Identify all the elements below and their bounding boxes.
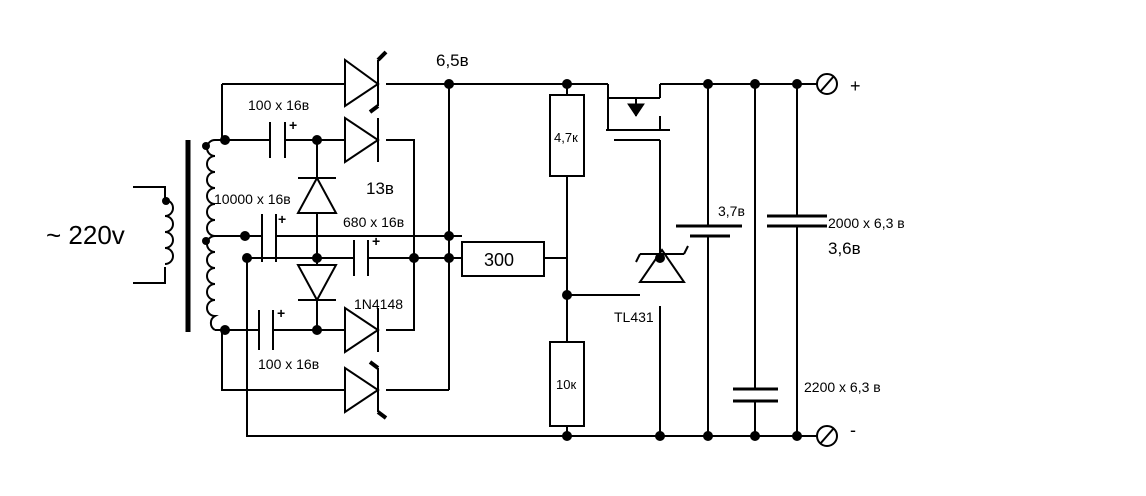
schottky-diode-top: [344, 58, 380, 108]
cap-2000: [767, 214, 827, 228]
resistor-300-label: 300: [484, 250, 514, 270]
voltage-36-label: 3,6в: [828, 239, 861, 258]
diode-lower: [344, 306, 380, 354]
cap-mid-label: 680 х 16в: [343, 214, 404, 230]
diode-vertical-upper: [296, 175, 338, 214]
resistor-10k-label: 10к: [556, 377, 576, 392]
tl431-symbol: [635, 245, 689, 283]
voltage-13-label: 13в: [366, 179, 394, 198]
cap-2200-label: 2200 х 6,3 в: [804, 379, 881, 395]
diode-type-label: 1N4148: [354, 296, 403, 312]
cap-bottom-label: 100 х 16в: [258, 356, 319, 372]
voltage-37-label: 3,7в: [718, 203, 745, 219]
polarity-mark: +: [278, 211, 286, 227]
resistor-10k: [549, 341, 585, 427]
cap-37: [676, 224, 742, 238]
schottky-diode-bottom: [344, 366, 380, 414]
cap-top-label: 100 х 16в: [248, 97, 309, 113]
plus-terminal-label: +: [850, 76, 861, 96]
resistor-47k-label: 4,7к: [554, 130, 578, 145]
winding-dot: [202, 237, 210, 245]
mains-label: ~ 220v: [46, 220, 125, 250]
minus-terminal-label: -: [850, 420, 856, 440]
resistor-47k: [549, 94, 585, 177]
resistor-300: [461, 241, 545, 277]
polarity-mark: +: [289, 117, 297, 133]
resistors: [461, 94, 585, 427]
regulator-label: TL431: [614, 309, 654, 325]
polarity-mark: +: [277, 305, 285, 321]
wires: [215, 83, 818, 437]
rail-voltage-label: 6,5в: [436, 51, 469, 70]
mosfet: [606, 97, 670, 141]
cap-2000-label: 2000 х 6,3 в: [828, 215, 905, 231]
cap-2200: [733, 387, 778, 403]
cap-main: [261, 214, 277, 262]
transformer: [133, 139, 219, 332]
cap-main-label: 10000 х 16в: [214, 191, 291, 207]
terminals: [816, 73, 838, 447]
diode-vertical-lower: [296, 264, 338, 303]
winding-dot: [202, 142, 210, 150]
cap-bottom: [258, 310, 274, 350]
junctions: [220, 79, 802, 441]
cap-mid: [353, 240, 369, 276]
diode-upper: [344, 116, 380, 164]
winding-dot: [162, 197, 170, 205]
diodes: [296, 50, 689, 420]
capacitors: [258, 122, 827, 403]
cap-top: [269, 122, 286, 158]
polarity-mark: +: [372, 233, 380, 249]
